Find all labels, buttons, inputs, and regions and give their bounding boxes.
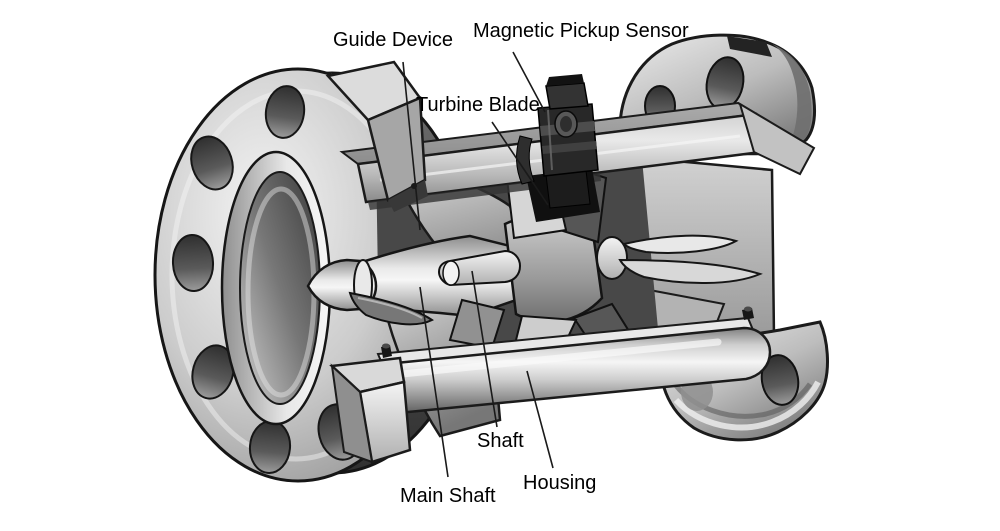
leader-lines bbox=[402, 51, 554, 478]
rotor-assembly bbox=[306, 158, 763, 362]
nose-fin-highlight bbox=[357, 297, 423, 319]
cut-block-bottom-left-face bbox=[330, 363, 374, 464]
label-shaft: Shaft bbox=[477, 430, 524, 452]
right-flange-bottom-highlight bbox=[673, 380, 821, 431]
leader-shaft bbox=[471, 270, 498, 428]
leader-magnetic-pickup-sensor bbox=[512, 51, 546, 113]
sensor-highlight bbox=[547, 109, 553, 171]
housing-bottom bbox=[376, 306, 772, 415]
flange-bolt-hole bbox=[264, 85, 306, 139]
tail-fin-upper bbox=[622, 234, 739, 254]
leader-turbine-blade bbox=[491, 121, 549, 206]
shaft-end-cap bbox=[442, 260, 460, 286]
sensor-ring-2 bbox=[542, 141, 597, 154]
label-guide-device: Guide Device bbox=[333, 29, 454, 51]
leader-main-shaft bbox=[419, 286, 449, 478]
leader-housing bbox=[526, 370, 554, 469]
tail-fin-lower bbox=[618, 258, 763, 285]
sensor-side-arm bbox=[516, 135, 535, 185]
housing-pin-left bbox=[381, 345, 392, 358]
label-main-shaft: Main Shaft bbox=[400, 485, 496, 507]
leader-guide-device bbox=[402, 61, 421, 231]
housing-pin-right-head bbox=[744, 306, 752, 312]
sensor-cap bbox=[545, 82, 589, 110]
housing-bottom-tube-highlight bbox=[398, 338, 722, 378]
magnetic-pickup-sensor bbox=[516, 74, 600, 222]
housing-pin-left-head bbox=[382, 343, 390, 349]
tail-shaft-cap bbox=[596, 236, 628, 280]
housing-top-right-corner bbox=[738, 101, 816, 176]
flange-bolt-hole bbox=[190, 135, 234, 191]
right-flange-top-edge bbox=[727, 36, 772, 57]
right-flange-bolt-hole-bottom bbox=[760, 354, 800, 406]
housing-pin-right bbox=[742, 308, 754, 320]
flange-bolt-hole bbox=[171, 234, 215, 292]
sensor-coil-center bbox=[560, 116, 572, 132]
sensor-cap-top bbox=[546, 74, 584, 86]
label-magnetic-pickup-sensor: Magnetic Pickup Sensor bbox=[473, 20, 689, 42]
label-housing: Housing bbox=[523, 472, 597, 494]
label-turbine-blade: Turbine Blade bbox=[416, 94, 540, 116]
flange-bolt-hole bbox=[191, 344, 235, 400]
right-flange-top-bevel bbox=[772, 44, 812, 148]
housing-cut-block-bottom bbox=[329, 356, 412, 464]
housing-cut-block-gap bbox=[388, 180, 428, 212]
